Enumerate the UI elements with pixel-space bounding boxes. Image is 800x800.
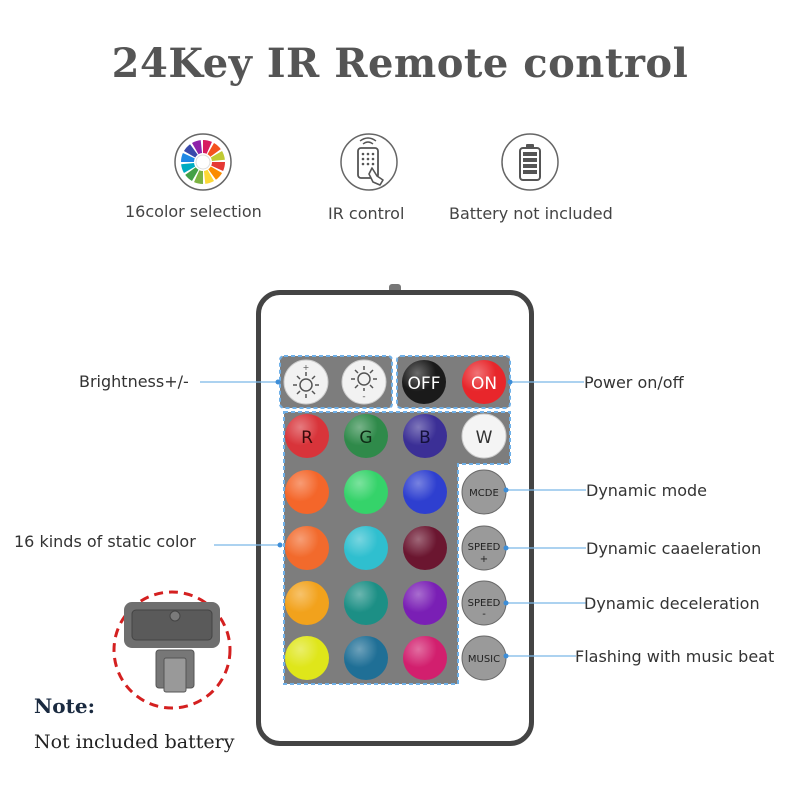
color-wheel-segment bbox=[183, 144, 198, 158]
red-label: R bbox=[301, 428, 313, 448]
annotation-music: Flashing with music beat bbox=[575, 647, 775, 666]
brightness-highlight bbox=[279, 355, 393, 409]
color-wheel-segment bbox=[211, 162, 225, 171]
annotation-brightness: Brightness+/- bbox=[79, 372, 189, 391]
color-wheel-segment bbox=[203, 140, 212, 154]
speed-down-button[interactable]: SPEED - bbox=[461, 580, 507, 626]
annotation-dynamic-mode: Dynamic mode bbox=[586, 481, 708, 500]
note-text: Not included battery bbox=[34, 731, 235, 753]
color-wheel-segment bbox=[203, 169, 214, 184]
color-wheel-segment bbox=[185, 167, 199, 182]
speed-up-button[interactable]: SPEED + bbox=[461, 525, 507, 571]
red-button[interactable]: R bbox=[285, 414, 329, 458]
green-label: G bbox=[359, 428, 372, 448]
annotation-static-color: 16 kinds of static color bbox=[14, 532, 196, 551]
static-color-highlight bbox=[283, 411, 511, 685]
music-button[interactable]: MUSIC bbox=[461, 635, 507, 681]
static-color-button[interactable] bbox=[344, 636, 388, 680]
brightness-up-button[interactable]: + bbox=[283, 359, 329, 405]
brightness-up-sign: + bbox=[303, 363, 310, 372]
brightness-down-icon bbox=[351, 366, 377, 391]
feature-label-battery: Battery not included bbox=[449, 204, 613, 223]
static-color-button[interactable] bbox=[285, 470, 329, 514]
annotation-power: Power on/off bbox=[584, 373, 684, 392]
on-button[interactable]: ON bbox=[462, 360, 506, 404]
color-wheel-segment bbox=[181, 162, 196, 173]
white-button[interactable]: W bbox=[461, 413, 507, 459]
blue-label: B bbox=[419, 428, 431, 448]
feature-color-selection bbox=[173, 132, 233, 196]
color-wheel-segment bbox=[207, 142, 221, 157]
brightness-down-sign: - bbox=[362, 392, 365, 402]
green-button[interactable]: G bbox=[344, 414, 388, 458]
speed-down-sign: - bbox=[482, 609, 486, 620]
mode-button[interactable]: MCDE bbox=[461, 469, 507, 515]
color-wheel-segment bbox=[208, 166, 223, 180]
static-color-button[interactable] bbox=[403, 470, 447, 514]
static-color-button[interactable] bbox=[285, 581, 329, 625]
speed-up-sign: + bbox=[480, 554, 488, 565]
color-wheel-segment bbox=[210, 151, 225, 162]
mode-label: MCDE bbox=[469, 488, 499, 499]
battery-compartment-illustration bbox=[112, 590, 232, 710]
speed-up-label: SPEED bbox=[468, 542, 501, 553]
note-title: Note: bbox=[34, 694, 95, 718]
annotation-lines bbox=[200, 379, 586, 659]
white-label: W bbox=[476, 428, 493, 448]
static-color-button[interactable] bbox=[403, 526, 447, 570]
feature-ir-control bbox=[339, 132, 399, 196]
static-color-button[interactable] bbox=[403, 581, 447, 625]
static-color-button[interactable] bbox=[403, 636, 447, 680]
static-color-button[interactable] bbox=[344, 581, 388, 625]
color-wheel-segment bbox=[194, 170, 203, 184]
static-color-button[interactable] bbox=[285, 526, 329, 570]
color-wheel-segment bbox=[192, 140, 203, 155]
feature-battery bbox=[500, 132, 560, 196]
brightness-down-button[interactable]: - bbox=[341, 359, 387, 405]
feature-label-ir-control: IR control bbox=[328, 204, 405, 223]
speed-down-label: SPEED bbox=[468, 598, 501, 609]
annotation-acceleration: Dynamic caaeleration bbox=[586, 539, 762, 558]
static-color-button[interactable] bbox=[344, 470, 388, 514]
feature-label-color-selection: 16color selection bbox=[125, 202, 262, 221]
off-button[interactable]: OFF bbox=[402, 360, 446, 404]
color-wheel-icon bbox=[174, 133, 232, 191]
annotation-deceleration: Dynamic deceleration bbox=[584, 594, 760, 613]
battery-icon bbox=[501, 133, 559, 191]
brightness-up-icon bbox=[293, 372, 319, 398]
remote-ir-window bbox=[389, 284, 401, 290]
static-color-button[interactable] bbox=[344, 526, 388, 570]
page-title: 24Key IR Remote control bbox=[111, 40, 689, 87]
static-color-grid bbox=[285, 470, 447, 680]
remote-hand-icon bbox=[340, 133, 398, 191]
static-color-button[interactable] bbox=[285, 636, 329, 680]
music-label: MUSIC bbox=[468, 654, 500, 665]
on-label: ON bbox=[471, 374, 497, 394]
blue-button[interactable]: B bbox=[403, 414, 447, 458]
off-label: OFF bbox=[408, 374, 441, 394]
color-wheel-segment bbox=[181, 153, 195, 162]
